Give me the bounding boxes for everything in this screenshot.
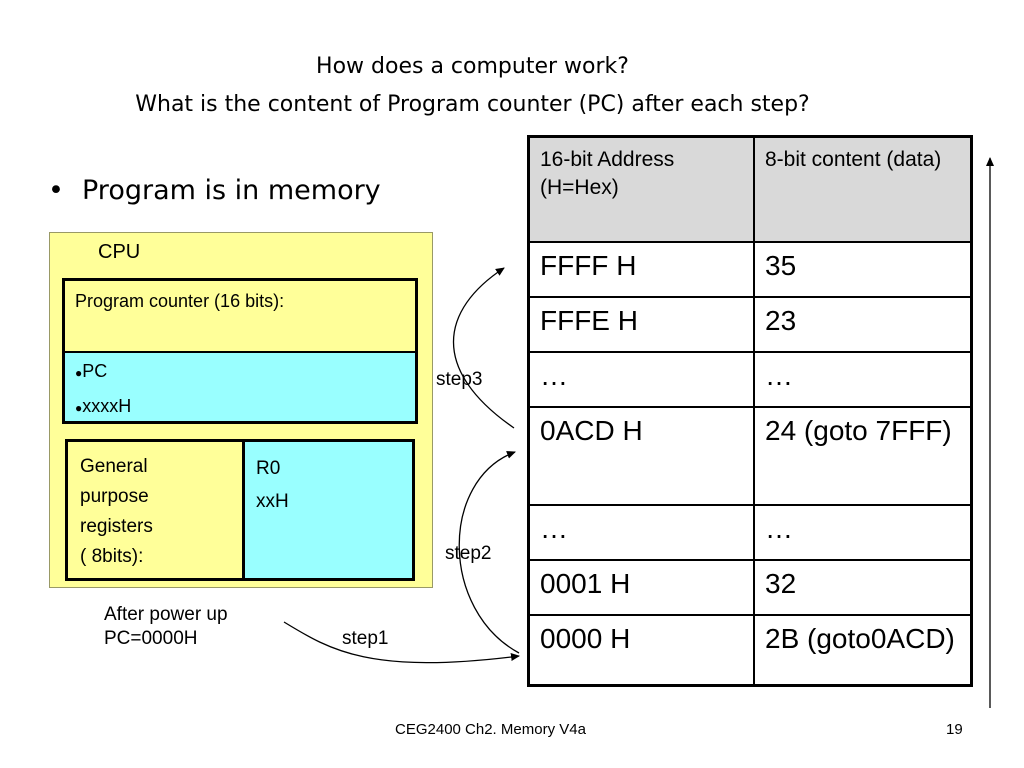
power-up-note: After power up PC=0000H [104, 603, 228, 651]
content-cell: … [753, 503, 973, 561]
table-row: … … [527, 503, 973, 561]
table-row: 0001 H 32 [527, 558, 973, 616]
address-cell: … [527, 350, 755, 408]
pc-item-2-text: xxxxH [82, 396, 132, 416]
table-row: 0ACD H 24 (goto 7FFF) [527, 405, 973, 506]
bullet-item: • Program is in memory [48, 175, 381, 206]
step2-arrow [458, 451, 520, 654]
gpr-line-3: registers [80, 516, 153, 537]
gpr-line-4: ( 8bits): [80, 546, 144, 567]
table-row: 0000 H 2B (goto0ACD) [527, 613, 973, 687]
address-cell: FFFE H [527, 295, 755, 353]
step1-label: step1 [342, 628, 389, 649]
address-cell: … [527, 503, 755, 561]
bullet-dot-icon: • [48, 175, 64, 206]
bullet-dot-icon: ● [75, 366, 83, 380]
address-cell: 0001 H [527, 558, 755, 616]
pc-value-cell: ●PC ●xxxxH [65, 353, 415, 421]
content-cell: 32 [753, 558, 973, 616]
footer-course: CEG2400 Ch2. Memory V4a [395, 721, 586, 738]
gpr-line-1: General [80, 456, 148, 477]
register-value: xxH [256, 491, 289, 512]
cpu-label: CPU [98, 241, 141, 263]
table-row: FFFF H 35 [527, 240, 973, 298]
power-up-line-2: PC=0000H [104, 628, 198, 649]
pc-header-cell: Program counter (16 bits): [65, 281, 415, 353]
address-cell: 0ACD H [527, 405, 755, 506]
gpr-line-2: purpose [80, 486, 149, 507]
step2-label: step2 [445, 543, 492, 564]
footer-page-number: 19 [946, 721, 963, 738]
bullet-dot-icon: ● [75, 401, 83, 415]
pc-item-1: ●PC [75, 361, 107, 382]
slide-title-line2: What is the content of Program counter (… [135, 92, 810, 117]
address-cell: 0000 H [527, 613, 755, 687]
content-cell: 24 (goto 7FFF) [753, 405, 973, 506]
step3-arrow [452, 267, 515, 429]
gpr-label-cell: General purpose registers ( 8bits): [68, 442, 245, 578]
memory-table: 16-bit Address (H=Hex) 8-bit content (da… [527, 135, 973, 687]
step1-arrow [283, 621, 520, 664]
header-content: 8-bit content (data) [753, 135, 973, 243]
general-registers-box: General purpose registers ( 8bits): R0 x… [65, 439, 415, 581]
content-cell: … [753, 350, 973, 408]
pc-item-1-text: PC [82, 361, 108, 381]
power-up-line-1: After power up [104, 604, 228, 625]
header-address: 16-bit Address (H=Hex) [527, 135, 755, 243]
pc-item-2: ●xxxxH [75, 396, 131, 417]
slide-title-line1: How does a computer work? [316, 54, 629, 79]
bullet-text: Program is in memory [82, 175, 381, 206]
content-cell: 35 [753, 240, 973, 298]
content-cell: 23 [753, 295, 973, 353]
table-row: FFFE H 23 [527, 295, 973, 353]
register-r0: R0 xxH [256, 452, 289, 518]
content-cell: 2B (goto0ACD) [753, 613, 973, 687]
step3-label: step3 [436, 369, 483, 390]
table-header-row: 16-bit Address (H=Hex) 8-bit content (da… [527, 135, 973, 243]
address-cell: FFFF H [527, 240, 755, 298]
table-row: … … [527, 350, 973, 408]
pc-title: Program counter (16 bits): [75, 291, 285, 311]
program-counter-box: Program counter (16 bits): ●PC ●xxxxH [62, 278, 418, 424]
register-name: R0 [256, 458, 281, 479]
